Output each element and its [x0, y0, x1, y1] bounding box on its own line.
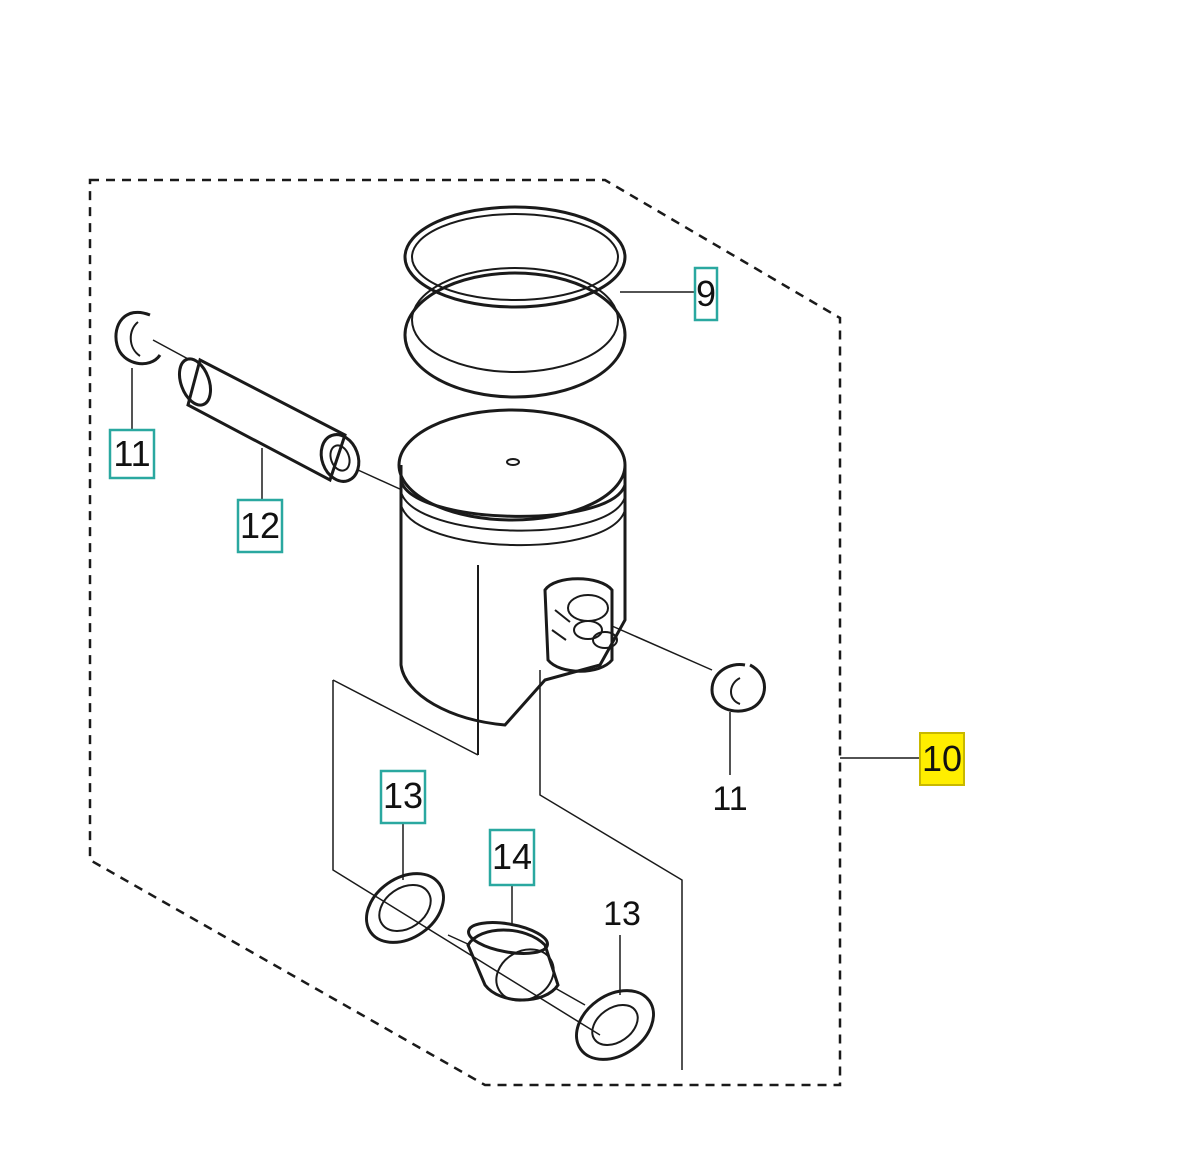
- washer-lower: [554, 987, 655, 1061]
- piston-rings: [403, 205, 627, 399]
- callout-9[interactable]: 9: [693, 266, 719, 322]
- callout-9-label: 9: [696, 273, 716, 314]
- circlip-left: [114, 310, 162, 366]
- callout-11-left-label: 11: [113, 433, 150, 474]
- callout-13-upper[interactable]: 13: [379, 769, 427, 825]
- callout-12-label: 12: [240, 505, 280, 546]
- callout-12[interactable]: 12: [236, 498, 284, 554]
- callout-13-lower[interactable]: 13: [603, 895, 641, 933]
- callout-11-right-label: 11: [712, 780, 747, 818]
- callout-14-label: 14: [492, 836, 532, 877]
- callout-10[interactable]: 10: [919, 732, 965, 786]
- circlip-right: [611, 625, 766, 713]
- piston: [397, 408, 627, 755]
- bearing: [447, 921, 560, 1002]
- callout-14[interactable]: 14: [488, 828, 536, 887]
- washer-upper: [365, 872, 445, 944]
- callout-13-lower-label: 13: [603, 895, 641, 933]
- callout-11-left[interactable]: 11: [108, 428, 156, 480]
- piston-pin: [152, 339, 403, 491]
- callout-11-right[interactable]: 11: [712, 780, 747, 818]
- assembly-boundary: [88, 178, 842, 1087]
- callout-10-label: 10: [922, 738, 962, 779]
- callout-13-upper-label: 13: [383, 775, 423, 816]
